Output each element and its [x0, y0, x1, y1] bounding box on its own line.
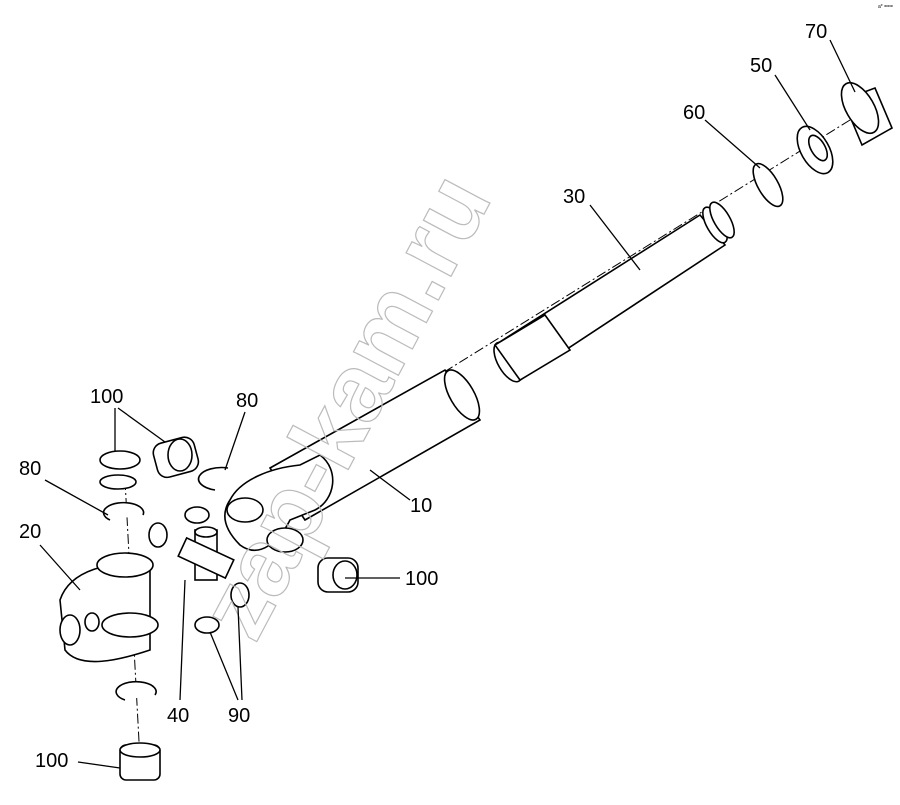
- part-60-washer: [752, 162, 784, 208]
- leader-lines: [39, 39, 856, 769]
- callout-70: 70: [805, 21, 827, 43]
- part-10-yoke-tube: [224, 368, 482, 553]
- part-30-shaft: [493, 201, 735, 383]
- part-20-yoke: [59, 552, 159, 663]
- callout-100-right: 100: [405, 568, 438, 590]
- callout-50: 50: [750, 55, 772, 77]
- callout-80-top: 80: [236, 390, 258, 412]
- callout-20: 20: [19, 521, 41, 543]
- callout-80-left: 80: [19, 458, 41, 480]
- part-50-seal: [796, 125, 834, 175]
- part-40-cross: [177, 526, 235, 581]
- corner-mark: a* ===: [878, 4, 893, 10]
- callout-10: 10: [410, 495, 432, 517]
- part-100-bearing-top-right: [152, 436, 200, 479]
- part-90-seal: [194, 616, 220, 634]
- part-70-sleeve: [840, 81, 894, 147]
- part-100-needle-ring: [99, 474, 137, 490]
- part-90-seal: [230, 582, 250, 608]
- part-80-circlip-bottom: [115, 680, 157, 701]
- callout-40: 40: [167, 705, 189, 727]
- part-90-seal: [184, 506, 210, 524]
- callout-60: 60: [683, 102, 705, 124]
- callout-90: 90: [228, 705, 250, 727]
- part-80-circlip-left: [102, 501, 145, 521]
- callout-30: 30: [563, 186, 585, 208]
- callout-100-bottom: 100: [35, 750, 68, 772]
- part-100-bearing-bottom: [119, 742, 161, 781]
- part-90-seal: [148, 522, 168, 548]
- part-80-circlip-top: [197, 466, 229, 491]
- part-100-bearing-right: [317, 557, 359, 593]
- part-100-bearing-cap-top: [99, 450, 141, 470]
- callout-100-top: 100: [90, 386, 123, 408]
